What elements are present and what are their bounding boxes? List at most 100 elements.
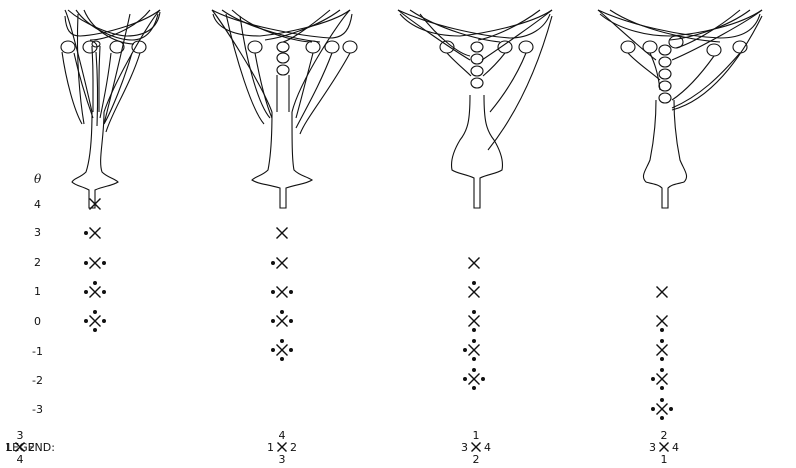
cross-marker	[84, 310, 106, 332]
cross-marker	[271, 258, 288, 269]
dot-right	[669, 407, 673, 411]
legend-top-number: 3	[17, 429, 24, 442]
cross-marker	[469, 281, 480, 298]
neuron-drawing-1	[61, 10, 160, 208]
theta-tick-minus-2: -2	[32, 374, 43, 387]
cross-marker	[271, 310, 293, 327]
dot-top	[93, 281, 97, 285]
dot-left	[84, 261, 88, 265]
dot-right	[289, 348, 293, 352]
legend-right-number: 4	[672, 441, 679, 454]
dot-bottom	[660, 416, 664, 420]
legend-left-number: 3	[461, 441, 468, 454]
cross-marker	[84, 281, 106, 298]
marker-column-1	[84, 199, 106, 333]
dot-top	[660, 368, 664, 372]
theta-tick-1: 1	[34, 285, 41, 298]
dot-right	[102, 290, 106, 294]
cross-marker	[657, 316, 668, 333]
theta-tick-0: 0	[34, 315, 41, 328]
cross-marker	[84, 258, 106, 269]
legend-left-number: 1	[5, 441, 12, 454]
dot-left	[271, 319, 275, 323]
dot-right	[289, 290, 293, 294]
dot-left	[84, 231, 88, 235]
dot-left	[651, 377, 655, 381]
dot-left	[84, 319, 88, 323]
dot-top	[660, 398, 664, 402]
theta-tick-minus-3: -3	[32, 403, 43, 416]
dot-bottom	[93, 328, 97, 332]
neuron-drawings	[61, 10, 762, 208]
legend-left-number: 1	[267, 441, 274, 454]
theta-tick-4: 4	[34, 198, 41, 211]
dot-bottom	[472, 386, 476, 390]
legend-bottom-number: 2	[473, 453, 480, 466]
dot-right	[481, 377, 485, 381]
dot-left	[271, 261, 275, 265]
legend-bottom-number: 1	[661, 453, 668, 466]
dot-top	[280, 339, 284, 343]
theta-axis-symbol: θ	[34, 172, 42, 186]
marker-column-4	[651, 287, 673, 421]
dot-top	[472, 368, 476, 372]
cross-marker	[277, 228, 288, 239]
dot-bottom	[472, 328, 476, 332]
cross-marker	[271, 339, 293, 361]
legend-right-number: 2	[28, 441, 35, 454]
dot-left	[463, 377, 467, 381]
legend-right-number: 2	[290, 441, 297, 454]
dot-left	[651, 407, 655, 411]
dot-top	[93, 310, 97, 314]
cross-marker	[651, 398, 673, 420]
dot-bottom	[280, 357, 284, 361]
cross-marker	[271, 287, 293, 298]
legend-top-number: 1	[473, 429, 480, 442]
cross-marker	[651, 368, 668, 390]
dot-left	[463, 348, 467, 352]
dot-top	[280, 310, 284, 314]
dot-left	[271, 348, 275, 352]
theta-tick-labels: 4 3 2 1 0 -1 -2 -3	[32, 198, 43, 416]
theta-tick-minus-1: -1	[32, 345, 43, 358]
dot-right	[102, 261, 106, 265]
cross-marker	[84, 228, 101, 239]
legend-right-number: 4	[484, 441, 491, 454]
dot-top	[472, 339, 476, 343]
dot-left	[271, 290, 275, 294]
cross-marker-columns	[84, 199, 673, 421]
marker-column-2	[271, 228, 293, 362]
legend-key-4: 2 13 4	[649, 429, 679, 466]
dot-bottom	[660, 386, 664, 390]
dot-left	[84, 290, 88, 294]
theta-tick-2: 2	[34, 256, 41, 269]
cross-marker	[657, 287, 668, 298]
legend-bottom-number: 3	[279, 453, 286, 466]
cross-marker	[469, 258, 480, 269]
legend-left-number: 3	[649, 441, 656, 454]
legend-key-2: 4 31 2	[267, 429, 297, 466]
dot-top	[660, 339, 664, 343]
cross-marker	[463, 368, 485, 390]
legend-key-3: 1 23 4	[461, 429, 491, 466]
neuron-drawing-3	[398, 10, 552, 208]
dot-top	[472, 281, 476, 285]
neuron-drawing-2	[212, 10, 357, 208]
dot-bottom	[660, 357, 664, 361]
dot-right	[289, 319, 293, 323]
neuron-drawing-4	[598, 10, 762, 208]
marker-column-3	[463, 258, 485, 391]
legend-top-number: 2	[661, 429, 668, 442]
cross-marker	[469, 310, 480, 332]
dot-bottom	[472, 357, 476, 361]
legend-top-number: 4	[279, 429, 286, 442]
dot-top	[472, 310, 476, 314]
cross-marker	[657, 339, 668, 361]
dot-bottom	[660, 328, 664, 332]
theta-tick-3: 3	[34, 226, 41, 239]
dot-right	[102, 319, 106, 323]
cross-marker	[463, 339, 480, 361]
